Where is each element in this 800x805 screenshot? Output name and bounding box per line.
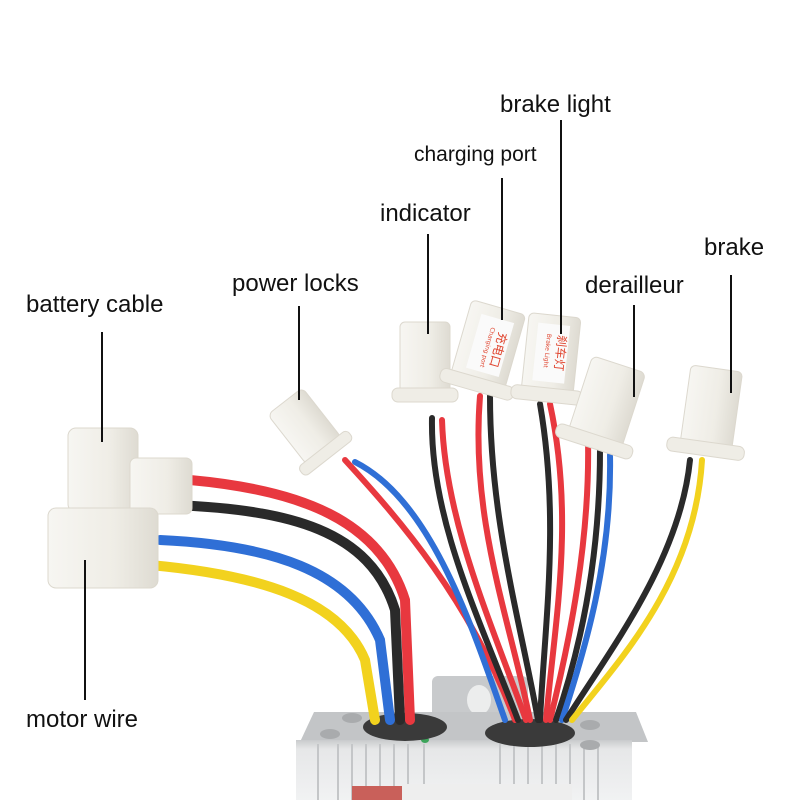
label-sticker xyxy=(352,786,402,800)
leader-battery-cable xyxy=(101,332,103,442)
screw xyxy=(342,713,362,723)
wire-red xyxy=(185,475,415,725)
wire-derailleur-blue xyxy=(559,452,614,723)
leader-power-locks xyxy=(298,306,300,400)
label-brake: brake xyxy=(704,234,765,261)
wire-brakelight-black xyxy=(537,401,554,723)
wire-yellow xyxy=(145,560,380,725)
wire-indicator-red xyxy=(439,417,529,723)
right-grommet xyxy=(485,719,575,747)
leader-brake-light xyxy=(560,120,562,334)
leader-indicator xyxy=(427,234,429,334)
indicator-connector xyxy=(391,321,459,403)
wire-brake-yellow xyxy=(569,457,705,723)
wire-indicator-black xyxy=(428,415,521,723)
wire-black xyxy=(170,500,405,725)
wire-charging-red xyxy=(475,393,533,723)
label-derailleur: derailleur xyxy=(585,272,684,299)
wire-blue xyxy=(155,535,395,725)
wire-brake-black xyxy=(563,457,693,723)
brake-light-tag-en: Brake Light xyxy=(542,333,553,368)
screw xyxy=(320,729,340,739)
leader-motor-wire xyxy=(84,560,86,700)
motor-connector xyxy=(47,507,159,589)
screw xyxy=(580,720,600,730)
leader-brake xyxy=(730,275,732,393)
brake-connector xyxy=(666,365,745,461)
label-motor-wire: motor wire xyxy=(26,706,139,733)
battery-connector xyxy=(67,427,193,515)
controller-housing xyxy=(296,676,648,800)
brake-light-connector: 刹车灯 Brake Light xyxy=(510,312,584,406)
left-grommet xyxy=(363,713,447,741)
charging-port-connector: 充电口 Charging port xyxy=(439,300,526,401)
leader-derailleur xyxy=(633,305,635,397)
wire-derailleur-red xyxy=(547,437,592,723)
wire-derailleur-black xyxy=(553,447,603,723)
power-lock-connector xyxy=(269,389,353,476)
label-indicator: indicator xyxy=(380,200,471,227)
mounting-hole xyxy=(467,685,491,715)
right-wire-bundle xyxy=(342,393,705,723)
label-brake-light: brake light xyxy=(500,91,611,118)
screw xyxy=(580,740,600,750)
brake-light-tag-cn: 刹车灯 xyxy=(551,334,570,371)
left-wire-bundle xyxy=(145,475,415,725)
leader-charging-port xyxy=(501,178,503,320)
derailleur-connector xyxy=(555,356,645,460)
label-charging-port: charging port xyxy=(414,143,537,166)
wire-brakelight-red xyxy=(543,401,566,723)
wire-charging-black xyxy=(487,393,541,723)
label-battery-cable: battery cable xyxy=(26,291,164,318)
wire-power-lock-red xyxy=(342,457,518,723)
wire-power-lock-blue xyxy=(352,459,508,723)
label-power-locks: power locks xyxy=(232,270,359,297)
